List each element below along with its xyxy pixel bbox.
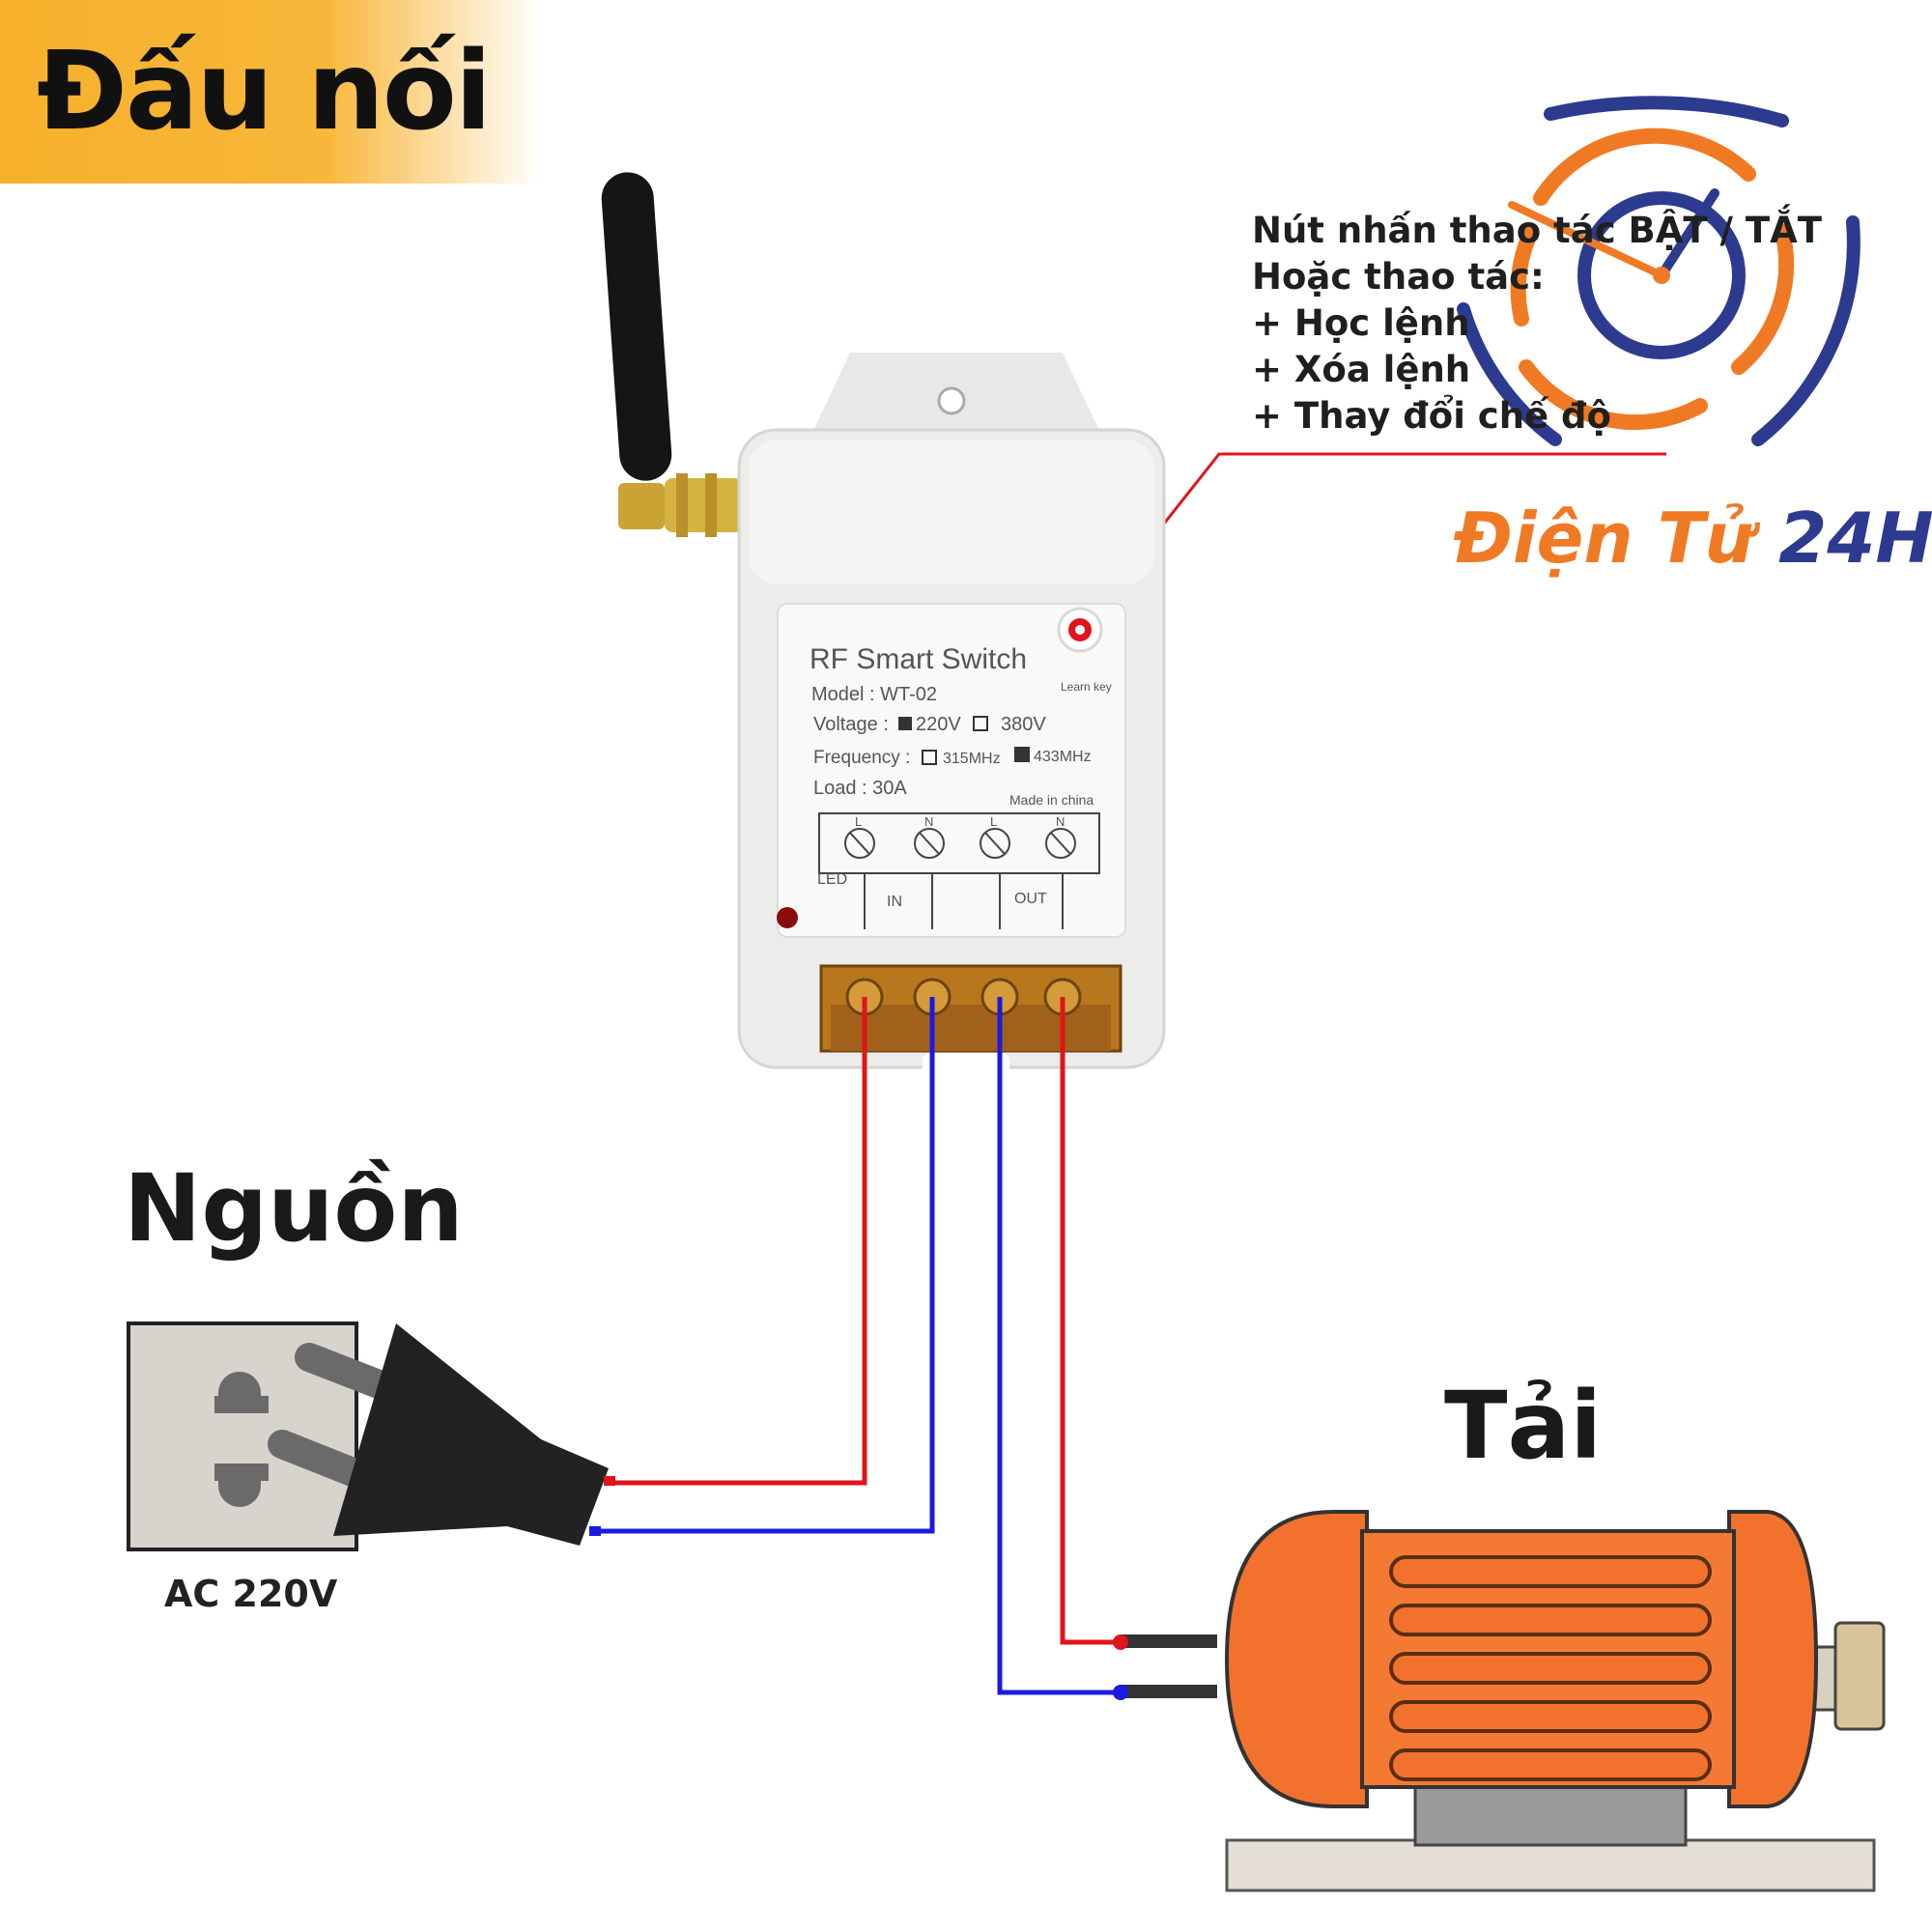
annotation-line: Hoặc thao tác: <box>1252 256 1545 298</box>
brand-logo-icon <box>1457 96 1861 446</box>
voltage-option-220: 220V <box>916 714 961 735</box>
annotation-line: + Học lệnh <box>1252 302 1470 344</box>
terminal-label-l-out: L <box>990 814 997 829</box>
antenna-icon <box>601 172 742 537</box>
device-load: Load : 30A <box>813 778 907 799</box>
voltage-label: Voltage : <box>813 714 889 735</box>
live-out-wire <box>1060 997 1121 1645</box>
led-label: LED <box>817 871 847 888</box>
terminal-label-l-in: L <box>855 814 862 829</box>
wires <box>594 997 1121 1695</box>
frequency-option-315: 315MHz <box>943 751 1001 767</box>
annotation-line: Nút nhấn thao tác BẬT / TẮT <box>1252 210 1822 251</box>
made-in: Made in china <box>1009 792 1094 808</box>
in-label: IN <box>887 894 902 910</box>
voltage-option-380: 380V <box>1001 714 1046 735</box>
motor-icon <box>1224 1510 1886 1892</box>
page-title: Đấu nối <box>37 29 492 155</box>
rf-switch-device <box>737 353 1166 1080</box>
led-indicator <box>777 907 798 928</box>
brand-part-1: Điện Tử <box>1454 497 1779 579</box>
frequency-label: Frequency : <box>813 748 910 768</box>
terminal-label-n-in: N <box>924 814 933 829</box>
brand-name: Điện Tử 24H <box>1454 497 1932 579</box>
annotation-line: + Xóa lệnh <box>1252 349 1471 390</box>
annotation-text: Nút nhấn thao tác BẬT / TẮT Hoặc thao tá… <box>1252 208 1822 440</box>
neutral-in-wire <box>594 997 935 1534</box>
annotation-line: + Thay đổi chế độ <box>1252 395 1611 437</box>
live-in-wire <box>609 997 867 1486</box>
brand-part-2: 24H <box>1778 497 1932 579</box>
learn-key-label: Learn key <box>1061 680 1112 694</box>
neutral-out-wire <box>997 997 1121 1695</box>
load-label: Tải <box>1444 1372 1603 1480</box>
device-model: Model : WT-02 <box>811 684 937 705</box>
plug-icon <box>268 1323 615 1546</box>
header-band <box>0 0 541 184</box>
terminal-label-n-out: N <box>1056 814 1065 829</box>
source-label: Nguồn <box>124 1154 464 1263</box>
out-label: OUT <box>1014 891 1047 907</box>
device-title: RF Smart Switch <box>810 643 1027 675</box>
frequency-option-433: 433MHz <box>1034 749 1092 765</box>
source-voltage-label: AC 220V <box>164 1573 338 1615</box>
